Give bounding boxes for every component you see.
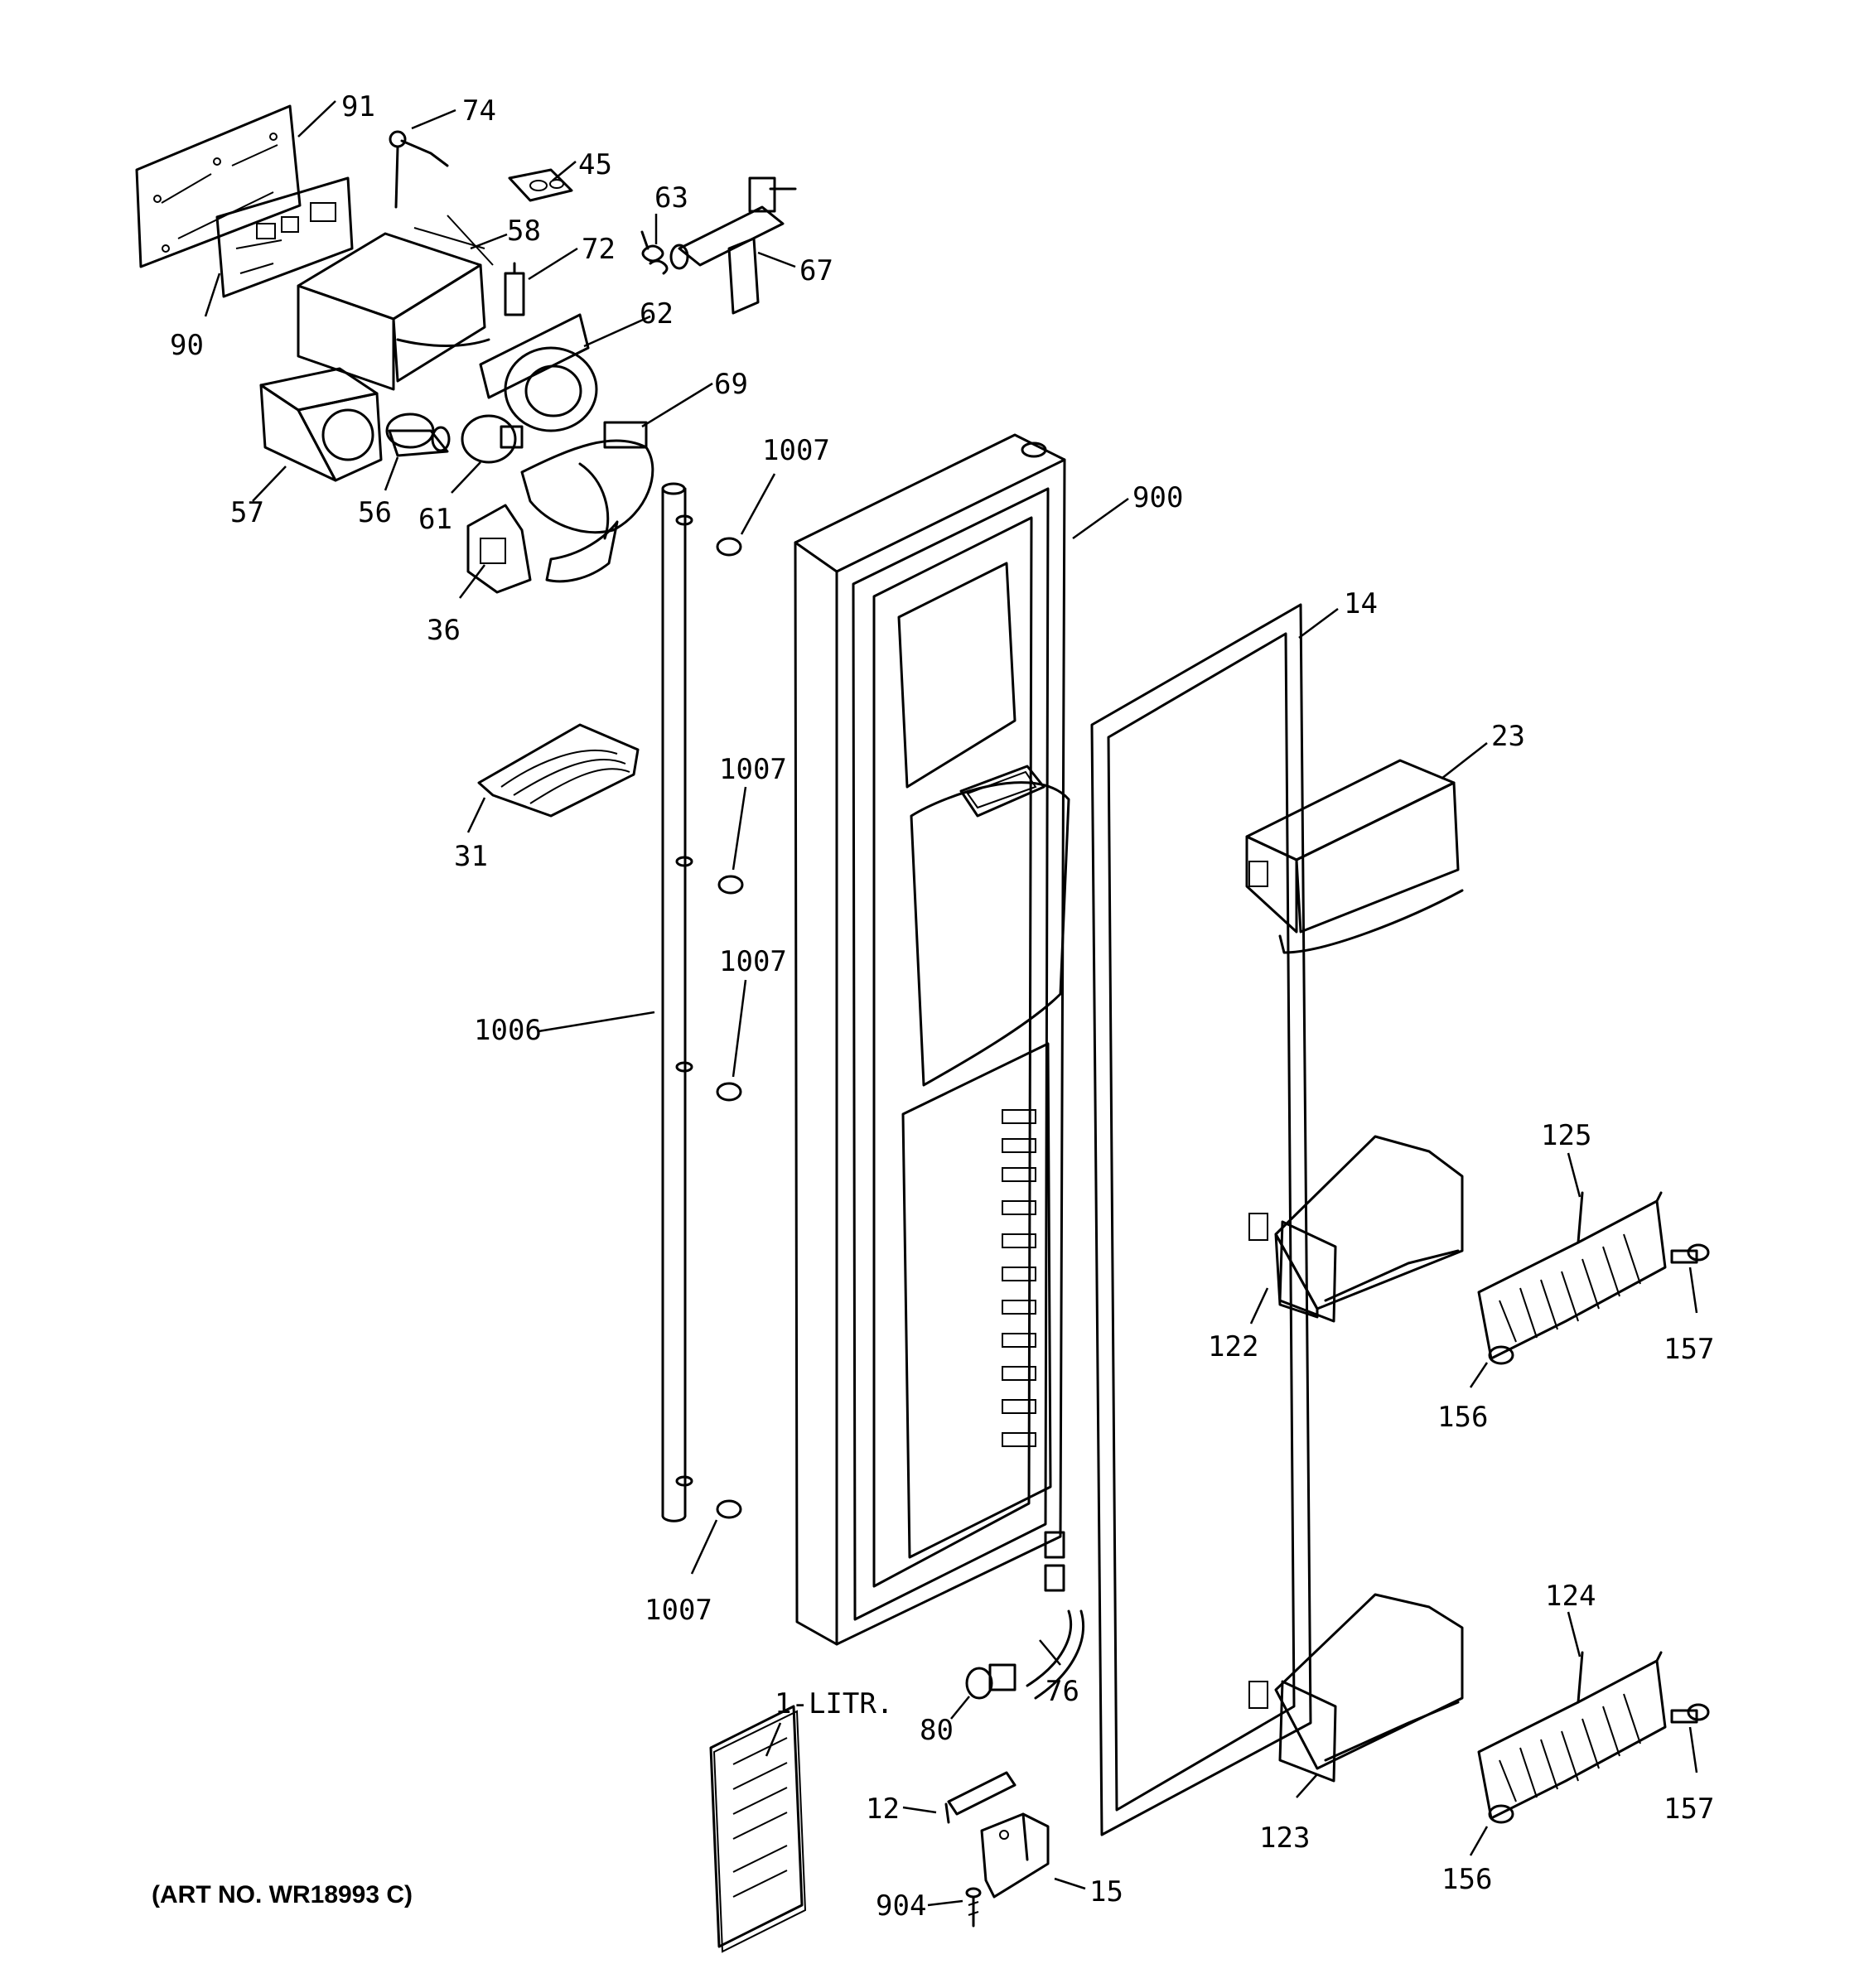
callout-76: 76 [1045,1675,1079,1708]
part-63-spring [640,230,669,275]
part-15-hinge [980,1812,1050,1899]
callout-156b: 156 [1441,1863,1492,1896]
callout-125: 125 [1541,1119,1591,1152]
callout-157b: 157 [1664,1793,1714,1826]
part-125-wire-basket [1477,1191,1667,1360]
part-156b-knob [1488,1804,1514,1824]
callout-1006: 1006 [474,1014,542,1047]
part-14-gasket [1090,603,1312,1836]
part-91-panel [135,104,302,268]
callout-90: 90 [170,329,204,362]
part-123-lower-bin [1248,1593,1464,1783]
part-124-wire-basket [1477,1651,1667,1820]
callout-72: 72 [582,233,616,266]
part-45-bracket [508,168,573,202]
callout-67: 67 [799,254,833,287]
callout-1007d: 1007 [645,1594,712,1627]
callout-57: 57 [230,496,264,529]
part-58-housing [297,215,494,391]
callout-122: 122 [1208,1330,1258,1363]
part-69-chute [520,421,654,583]
callout-904: 904 [876,1889,926,1923]
part-1006-handle [661,482,693,1522]
callout-61: 61 [418,503,452,536]
callout-45: 45 [578,148,612,181]
callout-23: 23 [1491,720,1525,753]
part-23-top-bin [1245,759,1464,954]
callout-58: 58 [507,215,541,248]
part-122-mid-bin [1248,1135,1464,1323]
callout-900: 900 [1132,481,1183,514]
part-72-switch [504,262,525,316]
callout-62: 62 [640,297,674,331]
part-900-door [794,433,1070,1646]
part-74-spring [389,130,449,209]
part-61-impeller [461,414,524,464]
callout-1007a: 1007 [762,434,830,467]
part-904-screw [965,1887,982,1928]
callout-74: 74 [462,94,496,128]
leader-lines [204,100,1698,1907]
callout-156a: 156 [1437,1401,1488,1434]
part-1007-caps [716,537,744,1519]
part-156a-knob [1488,1345,1514,1365]
art-number: (ART NO. WR18993 C) [152,1881,413,1908]
part-1-litr-booklet [709,1705,807,1953]
part-36-bracket [466,504,532,594]
part-31-recess-grille [477,723,640,818]
callout-31: 31 [454,840,488,873]
callout-1007b: 1007 [719,753,787,786]
callout-63: 63 [654,181,688,215]
part-door-fittings [1044,1531,1065,1592]
callout-12: 12 [866,1793,900,1826]
callout-80: 80 [920,1714,954,1747]
callout-91: 91 [341,90,375,123]
door-shelf-clips [1002,1109,1036,1447]
callout-15: 15 [1089,1875,1123,1908]
callout-123: 123 [1259,1822,1310,1855]
callout-14: 14 [1344,587,1378,620]
callout-1007c: 1007 [719,945,787,978]
part-67-lever [669,176,797,315]
part-57-motor-box [259,367,383,482]
callout-36: 36 [427,614,461,647]
callout-56: 56 [358,496,392,529]
part-76-tube [1026,1609,1085,1700]
part-157b-stud [1670,1703,1710,1724]
callout-157a: 157 [1664,1333,1714,1366]
part-12-hinge-shim [944,1771,1017,1824]
part-80-fitting [965,1663,1017,1700]
part-157a-stud [1670,1243,1710,1264]
callout-69: 69 [714,368,748,401]
callout-1-litr: 1-LITR. [775,1687,893,1720]
part-62-ring-housing [479,313,598,432]
part-56-cup [385,413,451,457]
part-90-control-board [215,176,354,298]
callout-124: 124 [1545,1580,1596,1613]
